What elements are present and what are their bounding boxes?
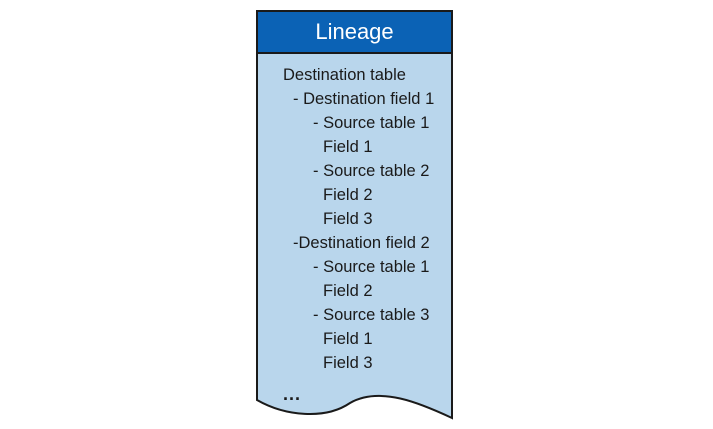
lineage-line: - Source table 3 [313,306,430,324]
lineage-line: - Source table 1 [313,258,430,276]
document-body [256,51,453,420]
lineage-line: Field 1 [323,330,373,348]
lineage-line: - Destination field 1 [293,90,435,108]
lineage-line: Field 2 [323,186,373,204]
lineage-line: Destination table [283,66,406,84]
lineage-line: Field 2 [323,282,373,300]
lineage-line: - Source table 1 [313,114,430,132]
lineage-line: Field 3 [323,210,373,228]
lineage-line: - Source table 2 [313,162,430,180]
lineage-line: Field 3 [323,354,373,372]
ellipsis-more: ... [283,384,302,404]
document-title: Lineage [315,19,394,44]
lineage-line: Field 1 [323,138,373,156]
lineage-line: -Destination field 2 [293,234,430,252]
document-header [256,10,453,54]
